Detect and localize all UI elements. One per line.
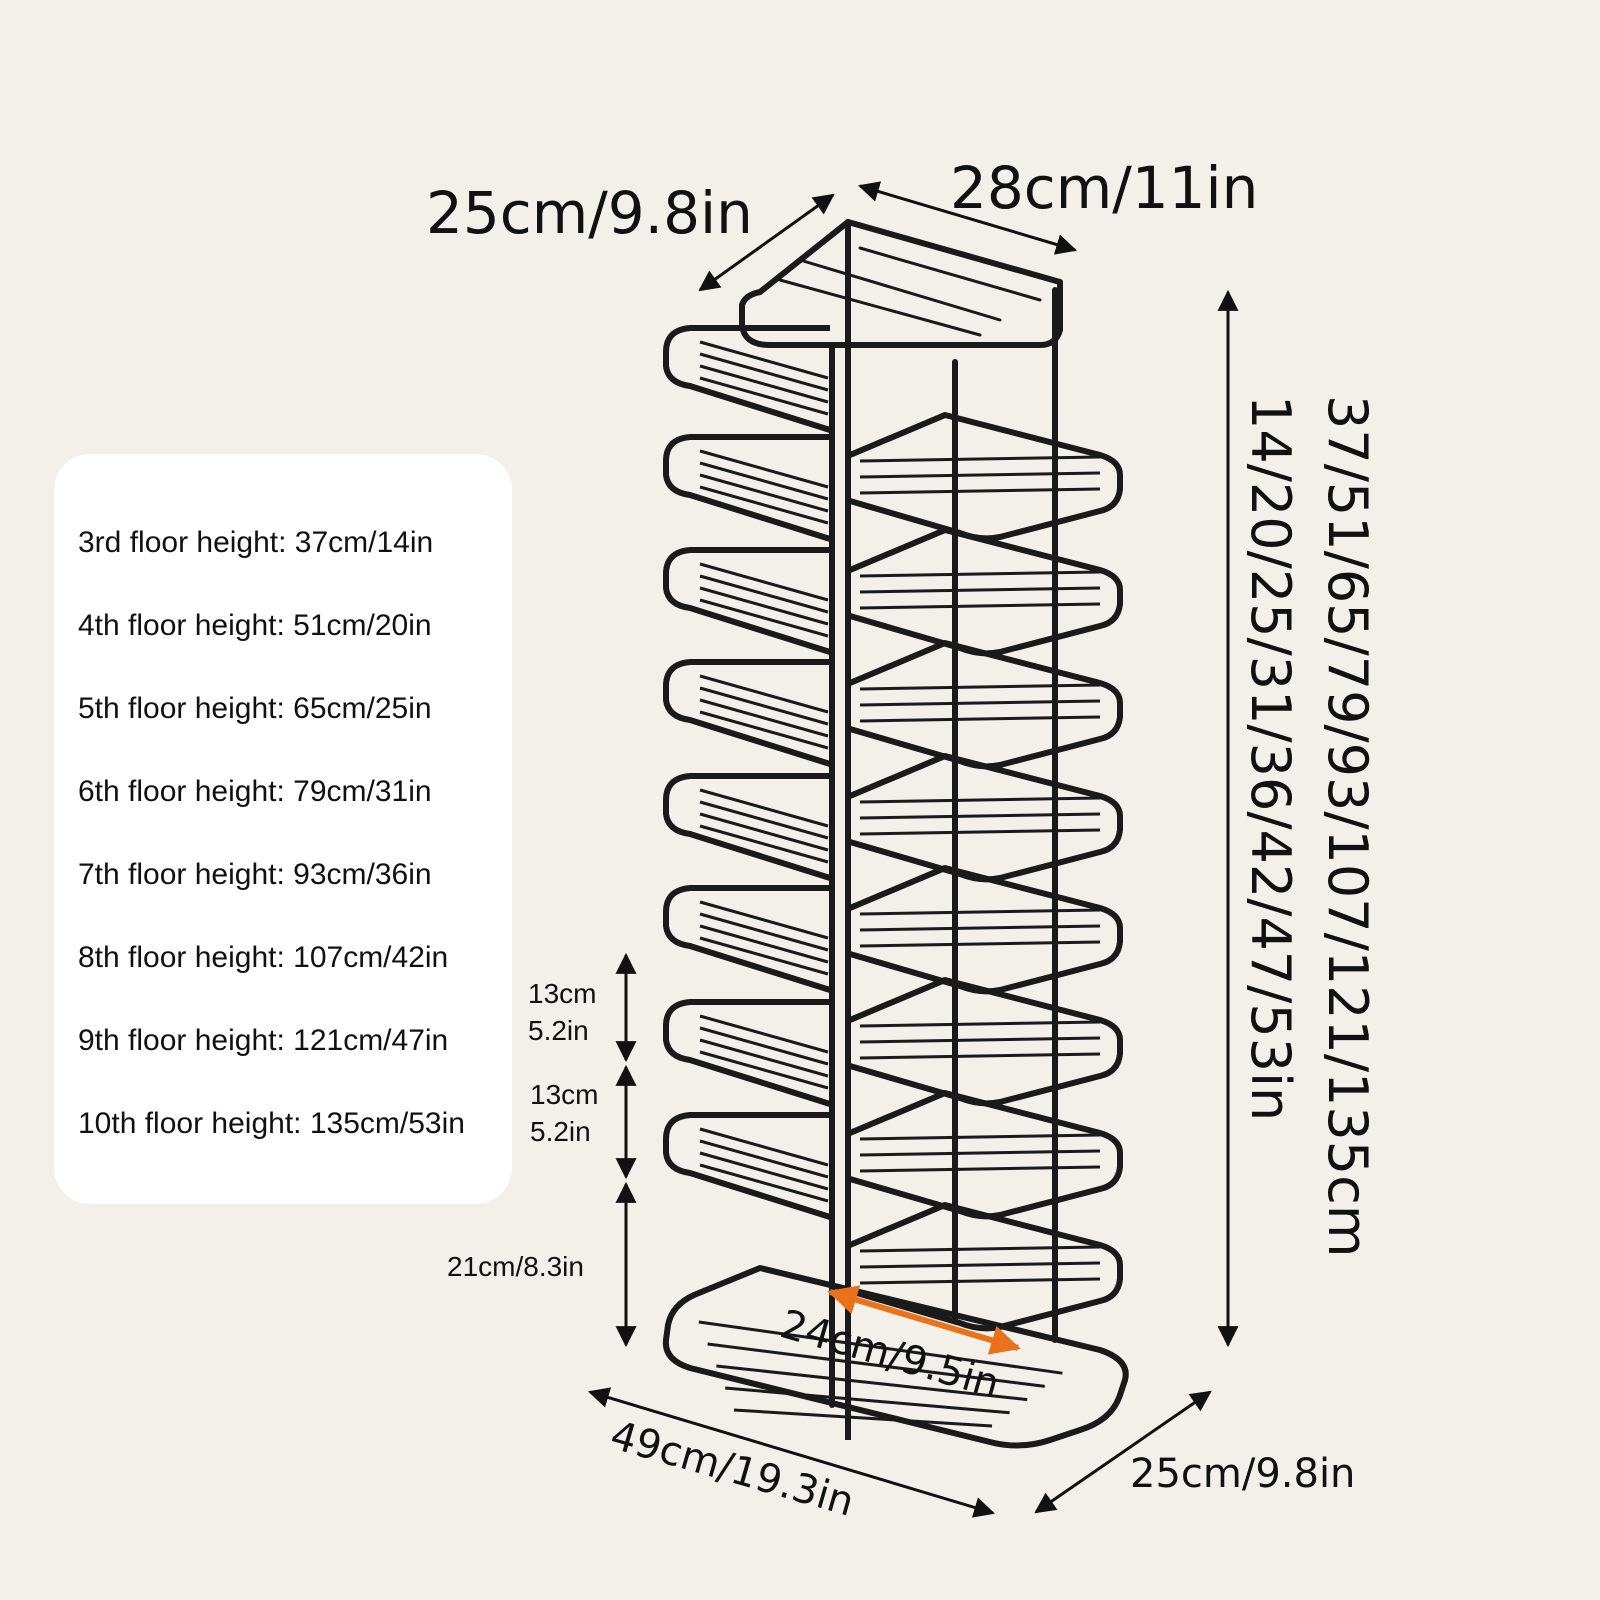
right-shelf-slat: [859, 699, 1101, 707]
right-shelf-slat: [859, 812, 1101, 820]
floor-height-7: 7th floor height: 93cm/36in: [78, 858, 432, 891]
left-shelf-slat: [699, 1038, 829, 1078]
spacing-2-in-label: 5.2in: [530, 1116, 591, 1147]
base-tray-slat: [707, 1342, 1045, 1388]
spacing-1-cm-label: 13cm: [528, 978, 596, 1009]
left-shelf: [663, 885, 831, 993]
floor-height-6: 6th floor height: 79cm/31in: [78, 775, 432, 808]
left-shelf-slat: [699, 936, 829, 976]
left-shelf-slat: [699, 574, 829, 614]
right-shelf-slat: [859, 1261, 1101, 1269]
left-shelf: [663, 1112, 831, 1220]
top-width-label: 28cm/11in: [950, 154, 1258, 222]
left-shelf-slat: [699, 364, 829, 404]
spacing-1-in-label: 5.2in: [528, 1015, 589, 1046]
left-shelf-slat: [699, 1163, 829, 1203]
right-shelf-slat: [859, 602, 1101, 610]
top-width-arrow: [857, 181, 1078, 255]
left-shelf-slat: [699, 788, 829, 828]
right-shelf-slat: [859, 1277, 1101, 1285]
left-shelf-slat: [699, 1139, 829, 1179]
left-shelf-slat: [699, 1127, 829, 1167]
left-shelf: [663, 659, 831, 767]
right-shelf-slat: [859, 487, 1101, 495]
right-shelf-slat: [859, 471, 1101, 479]
right-shelf-slat: [859, 908, 1101, 916]
left-shelf-slat: [699, 461, 829, 501]
left-shelf-slat: [699, 376, 829, 416]
right-shelf-slat: [859, 683, 1101, 691]
bottom-spacing-label: 21cm/8.3in: [447, 1251, 584, 1282]
base-depth-label: 25cm/9.8in: [1130, 1451, 1355, 1497]
base-tray: [662, 1265, 1129, 1449]
left-shelf: [663, 325, 831, 433]
left-shelf-slat: [699, 1026, 829, 1066]
right-shelf-slat: [859, 1052, 1101, 1060]
floor-height-3: 3rd floor height: 37cm/14in: [78, 526, 434, 559]
floor-height-10: 10th floor height: 135cm/53in: [78, 1107, 465, 1140]
top-depth-label: 25cm/9.8in: [426, 179, 753, 247]
left-shelf-slat: [699, 824, 829, 864]
left-shelf-slat: [699, 900, 829, 940]
left-shelf-slat: [699, 924, 829, 964]
left-shelf-slat: [699, 485, 829, 525]
right-shelf-slat: [859, 1165, 1101, 1173]
rack-shelves: [662, 325, 1129, 1449]
left-shelf: [663, 999, 831, 1107]
floor-height-9: 9th floor height: 121cm/47in: [78, 1024, 449, 1057]
left-shelf-slat: [699, 340, 829, 380]
left-shelf-slat: [699, 686, 829, 726]
left-shelf-slat: [699, 710, 829, 750]
floor-height-4: 4th floor height: 51cm/20in: [78, 609, 432, 642]
left-shelf: [663, 547, 831, 655]
left-shelf-slat: [699, 812, 829, 852]
total-height-in-label: 14/20/25/31/36/42/47/53in: [1239, 395, 1302, 1121]
base-depth-arrow: [1034, 1390, 1212, 1514]
inner-width-arrow: [827, 1285, 1021, 1355]
right-shelf-slat: [859, 455, 1101, 463]
left-shelf-slat: [699, 1014, 829, 1054]
left-shelf-slat: [699, 562, 829, 602]
right-shelf-slat: [859, 1036, 1101, 1044]
right-shelf-slat: [859, 1020, 1101, 1028]
right-shelf-slat: [859, 1245, 1101, 1253]
left-shelf-slat: [699, 912, 829, 952]
right-shelf-slat: [859, 924, 1101, 932]
right-shelf-slat: [859, 1133, 1101, 1141]
right-shelf-slat: [859, 796, 1101, 804]
floor-height-8: 8th floor height: 107cm/42in: [78, 941, 449, 974]
rack-frame: [739, 219, 1063, 1408]
right-shelf-slat: [859, 586, 1101, 594]
right-shelf-slat: [859, 940, 1101, 948]
base-length-arrow: [587, 1387, 996, 1518]
left-shelf: [663, 773, 831, 881]
floor-height-5: 5th floor height: 65cm/25in: [78, 692, 432, 725]
left-shelf-slat: [699, 586, 829, 626]
right-shelf-slat: [859, 570, 1101, 578]
floor-heights-panel: [54, 454, 512, 1204]
total-height-cm-label: 37/51/65/79/93/107/121/135cm: [1316, 395, 1379, 1257]
spacing-2-cm-label: 13cm: [530, 1079, 598, 1110]
left-shelf-slat: [699, 449, 829, 489]
right-shelf-slat: [859, 828, 1101, 836]
left-shelf-slat: [699, 1050, 829, 1090]
left-shelf-slat: [699, 698, 829, 738]
base-length-label: 49cm/19.3in: [605, 1412, 859, 1525]
right-shelf-slat: [859, 1149, 1101, 1157]
left-shelf-slat: [699, 1151, 829, 1191]
left-shelf-slat: [699, 800, 829, 840]
top-depth-arrow: [698, 193, 835, 292]
left-shelf: [663, 434, 831, 542]
left-shelf-slat: [699, 473, 829, 513]
left-shelf-slat: [699, 598, 829, 638]
right-shelf-slat: [859, 715, 1101, 723]
left-shelf-slat: [699, 674, 829, 714]
left-shelf-slat: [699, 352, 829, 392]
